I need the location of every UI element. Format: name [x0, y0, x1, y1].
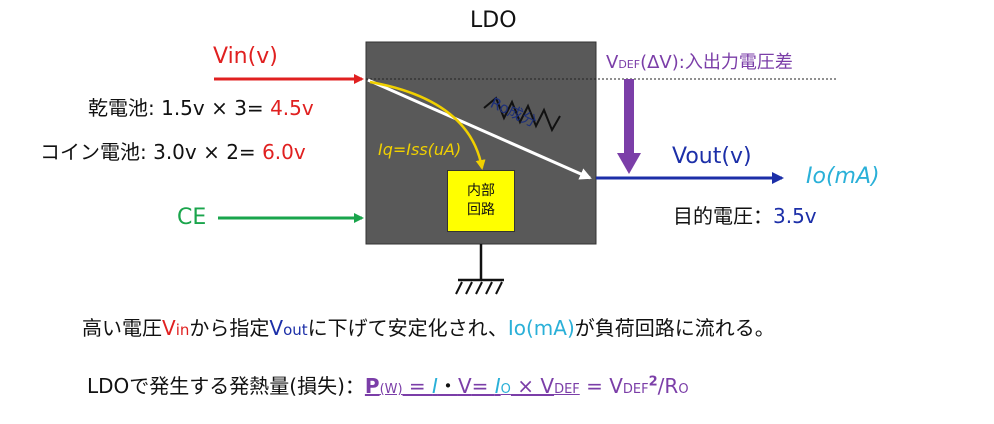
battery-dry-cell-formula: 乾電池: 1.5v × 3= — [88, 96, 271, 120]
internal-circuit-line2: 回路 — [467, 202, 495, 218]
formula-times: × V — [510, 374, 555, 398]
formula-p: P — [364, 374, 380, 398]
desc-io: Io(mA) — [507, 316, 575, 340]
resistor-symbol — [483, 96, 561, 133]
vdef-label: VDEF(ΔV):入出力電圧差 — [606, 48, 793, 74]
battery-dry-cell-value: 4.5v — [270, 96, 314, 120]
diagram-title: LDO — [470, 8, 517, 33]
desc-vout-sub: out — [283, 321, 308, 339]
vdef-sub: DEF — [618, 58, 641, 71]
vout-label: Vout(v) — [672, 144, 752, 169]
formula-p-sub: (W) — [379, 382, 403, 397]
internal-circuit-line1: 内部 — [467, 183, 495, 200]
internal-circuit-block: 内部回路 — [447, 170, 515, 232]
iq-label: Iq=Iss(uA) — [378, 140, 462, 159]
formula-label: LDOで発生する発熱量(損失)： — [87, 374, 365, 398]
formula-eq: = V — [579, 374, 623, 398]
ce-label: CE — [177, 205, 207, 230]
formula-v: V — [457, 374, 472, 398]
formula-i: I — [432, 374, 438, 398]
desc-part: 高い電圧 — [82, 316, 162, 340]
formula-ro-sub: O — [678, 382, 689, 397]
vin-label: Vin(v) — [213, 44, 278, 69]
description-line: 高い電圧Vinから指定Voutに下げて安定化され、Io(mA)が負荷回路に流れる… — [82, 312, 775, 341]
desc-vin-sub: in — [175, 321, 190, 339]
desc-part: から指定 — [189, 316, 270, 340]
desc-part: に下げて安定化され、 — [307, 316, 508, 340]
io-label: Io(mA) — [806, 164, 880, 189]
vdef-arrow-shaft — [624, 79, 634, 155]
formula-eq: = — [402, 374, 433, 398]
formula-def-sub: DEF — [622, 382, 649, 397]
power-loss-formula: LDOで発生する発熱量(損失)：P(W) = I・V= IO × VDEF = … — [87, 370, 689, 399]
formula-def-sub: DEF — [554, 382, 580, 397]
desc-vout: V — [269, 316, 284, 340]
vdef-arrow-head — [617, 153, 641, 174]
formula-eq: = — [471, 374, 495, 398]
desc-vin: V — [162, 316, 176, 340]
battery-coin-cell: コイン電池: 3.0v × 2= 6.0v — [40, 136, 306, 165]
battery-coin-cell-formula: コイン電池: 3.0v × 2= — [40, 140, 263, 164]
target-voltage: 目的電圧：3.5v — [673, 200, 817, 229]
formula-square: 2 — [648, 374, 658, 390]
iq-current-arrow — [369, 80, 486, 170]
formula-io-sub: O — [500, 382, 511, 397]
formula-dot: ・ — [437, 374, 458, 398]
formula-div: /R — [657, 374, 679, 398]
desc-part: が負荷回路に流れる。 — [574, 316, 775, 340]
battery-coin-cell-value: 6.0v — [262, 140, 306, 164]
vdef-desc: (ΔV):入出力電圧差 — [640, 52, 793, 73]
ro-current-arrow — [367, 78, 592, 180]
target-voltage-value: 3.5v — [773, 204, 817, 228]
formula-io: I — [494, 374, 501, 398]
target-voltage-label: 目的電圧： — [673, 204, 773, 228]
vdef-v: V — [606, 52, 619, 73]
battery-dry-cell: 乾電池: 1.5v × 3= 4.5v — [88, 92, 314, 121]
